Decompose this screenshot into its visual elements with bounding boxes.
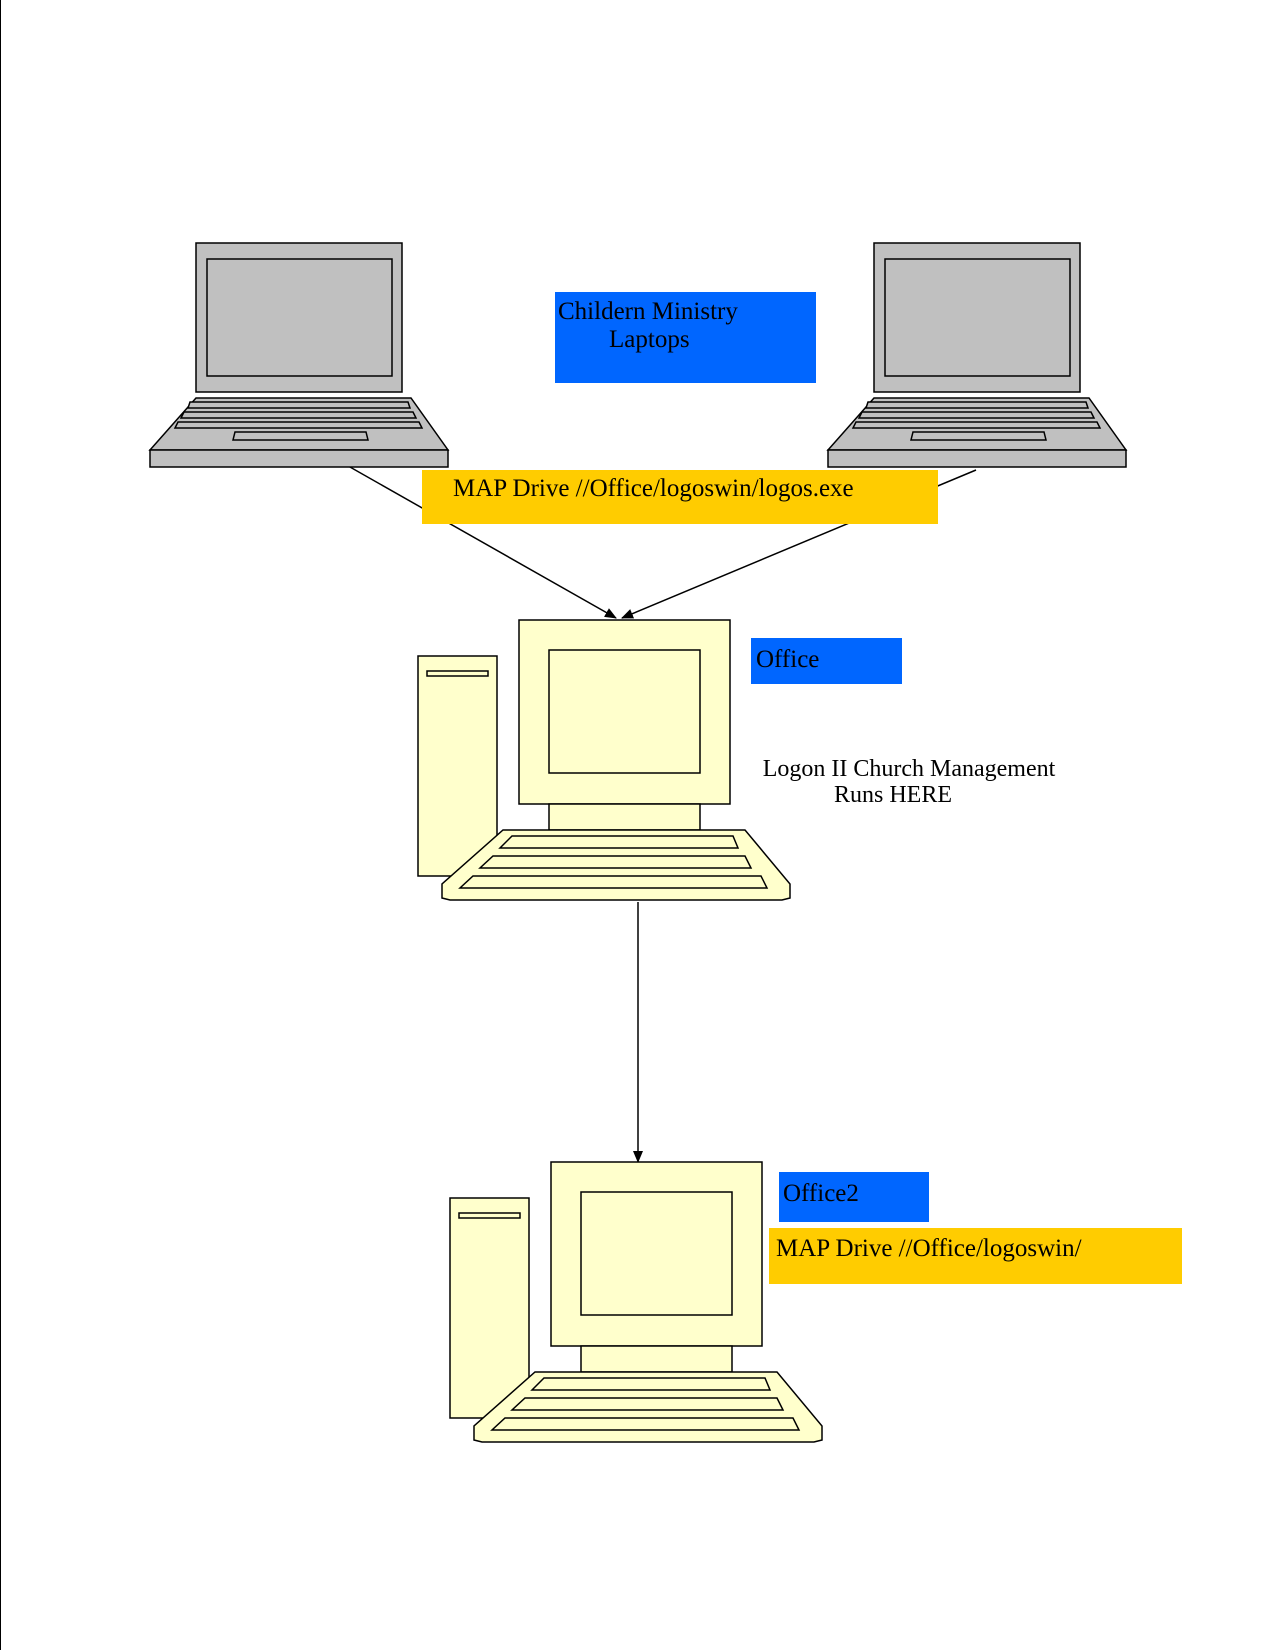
laptops-group-label-line2: Laptops xyxy=(609,325,690,353)
office2-label: Office2 xyxy=(779,1172,929,1222)
laptops-group-label: Childern Ministry Laptops xyxy=(555,292,816,383)
office-note: Logon II Church Management Runs HERE xyxy=(748,756,1070,816)
page-left-border xyxy=(0,0,1,1650)
edge-laptop-left-to-office xyxy=(319,449,617,619)
office-computer-icon xyxy=(417,619,791,901)
laptop-left-icon xyxy=(148,242,450,468)
laptop-right-icon xyxy=(826,242,1128,468)
office-note-line2: Runs HERE xyxy=(833,782,952,809)
laptop-map-drive-label: MAP Drive //Office/logoswin/logos.exe xyxy=(422,470,938,524)
office2-map-drive-label: MAP Drive //Office/logoswin/ xyxy=(769,1228,1182,1284)
office-note-line1: Logon II Church Management xyxy=(762,756,1056,782)
office-label: Office xyxy=(751,638,902,684)
office2-computer-icon xyxy=(449,1161,823,1443)
laptops-group-label-line1: Childern Ministry xyxy=(558,298,738,325)
